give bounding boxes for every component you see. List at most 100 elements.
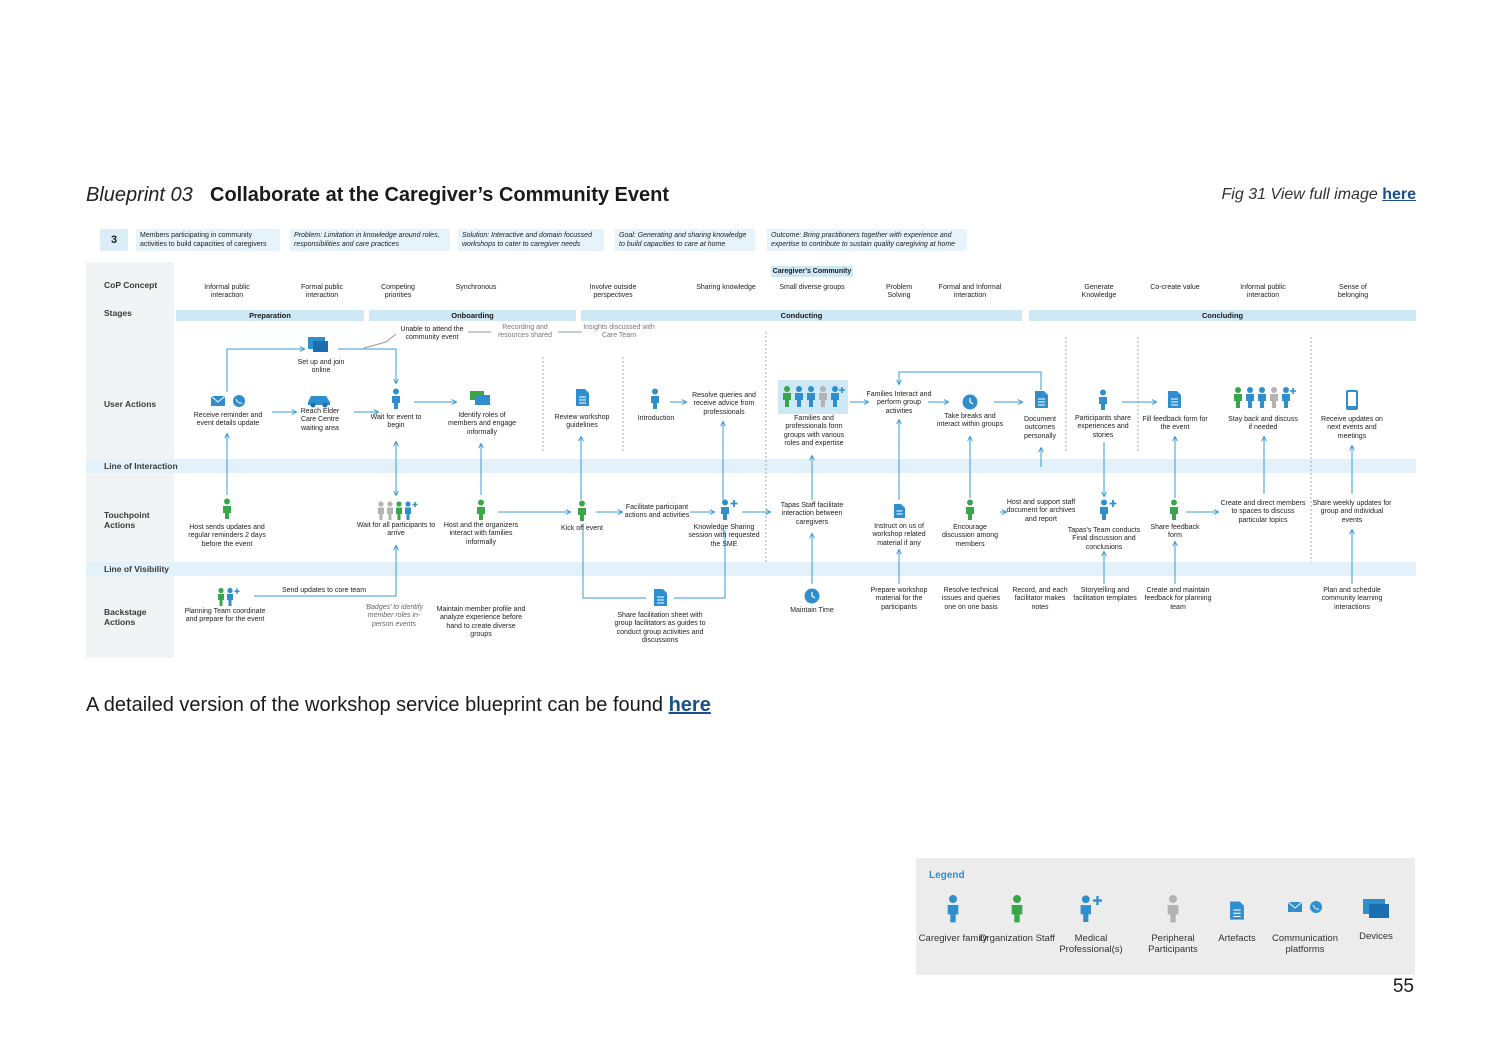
user-action: Take breaks and interact within groups <box>936 413 1004 429</box>
touchpoint-action: Wait for all participants to arrive <box>356 522 436 538</box>
legend-label: Devices <box>1359 931 1393 942</box>
devices-icon <box>308 337 328 352</box>
document-icon <box>654 589 667 606</box>
touchpoint-action: Share feedback form <box>1150 524 1200 540</box>
document-icon <box>1230 901 1244 920</box>
staff-person-icon <box>1170 499 1178 520</box>
touchpoint-action: Host sends updates and regular reminders… <box>188 524 266 548</box>
user-action: Wait for event to begin <box>370 414 422 430</box>
legend-item-staff: Organization Staff <box>977 894 1057 944</box>
cop-concept: Formal and Informal interaction <box>938 284 1002 300</box>
backstage-action: Planning Team coordinate and prepare for… <box>184 608 266 624</box>
touchpoint-action: Kick off event <box>561 525 603 532</box>
backstage-action: Send updates to core team <box>281 587 367 594</box>
user-action: Resolve queries and receive advice from … <box>692 392 756 416</box>
user-action: Reach Elder Care Centre waiting area <box>300 408 340 432</box>
clock-icon <box>804 588 820 604</box>
stage-conducting: Conducting <box>581 310 1022 321</box>
summary-problem: Problem: Limitation in knowledge around … <box>290 229 450 251</box>
page-title: Collaborate at the Caregiver’s Community… <box>210 184 670 206</box>
stage-concluding: Concluding <box>1029 310 1416 321</box>
user-action: Receive reminder and event details updat… <box>193 412 263 428</box>
row-label-stages: Stages <box>104 308 132 318</box>
caregiver-person-icon <box>947 895 959 923</box>
phone-icon <box>1346 390 1358 410</box>
legend-label: Caregiver family <box>918 933 988 944</box>
chat-icon <box>470 391 490 405</box>
touchpoint-action: Encourage discussion among members <box>941 524 999 548</box>
backstage-action: Storytelling and facilitation templates <box>1073 587 1137 603</box>
group-icon <box>1234 387 1296 408</box>
title-prefix: Blueprint 03 <box>86 184 193 206</box>
detailed-version-link[interactable]: here <box>668 694 711 716</box>
legend-item-peripheral: Peripheral Participants <box>1133 894 1213 955</box>
touchpoint-action: Knowledge Sharing session with requested… <box>688 524 760 548</box>
user-action: Stay back and discuss if needed <box>1228 416 1298 432</box>
legend-label: Artefacts <box>1218 933 1256 944</box>
legend: Legend Caregiver family Organization Sta… <box>916 858 1415 975</box>
touchpoint-action: Host and the organizers interact with fa… <box>443 522 519 546</box>
cop-concept: Sharing knowledge <box>696 284 756 291</box>
devices-icon <box>1363 899 1389 918</box>
user-action: Families and professionals form groups w… <box>783 415 845 448</box>
connector-lines <box>86 331 1416 599</box>
medical-professional-icon <box>1100 499 1117 520</box>
car-icon <box>308 396 330 408</box>
group-icon <box>783 386 845 407</box>
user-action: Unable to attend the community event <box>400 326 464 342</box>
legend-item-caregiver: Caregiver family <box>913 894 993 944</box>
user-action: Introduction <box>637 415 675 422</box>
detail-text: A detailed version of the workshop servi… <box>86 694 664 716</box>
title-row: Blueprint 03 Collaborate at the Caregive… <box>86 184 1416 212</box>
summary-solution: Solution: Interactive and domain focusse… <box>458 229 604 251</box>
line-of-interaction: Line of Interaction <box>86 459 1416 473</box>
user-action: Review workshop guidelines <box>554 414 610 430</box>
legend-title: Legend <box>929 870 965 881</box>
stage-preparation: Preparation <box>176 310 364 321</box>
document-icon <box>1168 391 1181 408</box>
summary-members: Members participating in community activ… <box>136 229 280 251</box>
page-number: 55 <box>1392 976 1414 997</box>
view-full-image-link[interactable]: here <box>1382 186 1416 203</box>
community-tag: Caregiver’s Community <box>771 266 853 277</box>
blueprint-number: 3 <box>100 229 128 251</box>
user-action: Fill feedback form for the event <box>1142 416 1208 432</box>
clock-icon <box>962 394 978 410</box>
user-action: Families Interact and perform group acti… <box>866 391 932 415</box>
user-action: Document outcomes personally <box>1024 416 1056 440</box>
cop-concept: Generate Knowledge <box>1081 284 1117 300</box>
figure-reference-text: Fig 31 View full image <box>1221 186 1378 203</box>
cop-concept: Sense of belonging <box>1337 284 1369 300</box>
cop-concept: Problem Solving <box>885 284 913 300</box>
backstage-action: Resolve technical issues and queries one… <box>941 587 1001 611</box>
legend-label: Medical Professional(s) <box>1059 933 1123 955</box>
legend-item-communication: Communication platforms <box>1265 894 1345 955</box>
cop-concept: Synchronous <box>455 284 497 291</box>
row-label-touchpoint: Touchpoint Actions <box>104 510 150 530</box>
document-icon <box>576 389 589 406</box>
staff-person-icon <box>477 499 485 520</box>
line-of-visibility-label: Line of Visibility <box>104 564 170 574</box>
backstage-action: Prepare workshop material for the partic… <box>870 587 928 611</box>
backstage-action: Maintain Time <box>790 607 834 614</box>
cop-concept: Involve outside perspectives <box>589 284 637 300</box>
cop-concept: Informal public interaction <box>1240 284 1286 300</box>
backstage-action: Plan and schedule community learning int… <box>1321 587 1383 611</box>
cop-concept: Formal public interaction <box>300 284 343 300</box>
summary-outcome: Outcome: Bring practitioners together wi… <box>767 229 967 251</box>
staff-person-icon <box>966 499 974 520</box>
backstage-action: Create and maintain feedback for plannin… <box>1144 587 1212 611</box>
touchpoint-action: Tapas’s Team conducts Final discussion a… <box>1067 527 1141 551</box>
touchpoint-action: Host and support staff document for arch… <box>1006 499 1076 523</box>
legend-label: Communication platforms <box>1272 933 1338 955</box>
person-icon <box>651 388 659 409</box>
touchpoint-action: Tapas Staff facilitate interaction betwe… <box>780 502 844 526</box>
planning-team-icon <box>218 587 240 606</box>
cop-concept: Small diverse groups <box>779 284 845 291</box>
medical-professional-icon <box>721 499 738 520</box>
line-of-interaction-label: Line of Interaction <box>104 461 178 471</box>
legend-item-artefacts: Artefacts <box>1197 894 1277 944</box>
staff-person-icon <box>578 500 586 521</box>
legend-item-devices: Devices <box>1336 896 1416 942</box>
user-action: Recording and resources shared <box>497 324 553 340</box>
